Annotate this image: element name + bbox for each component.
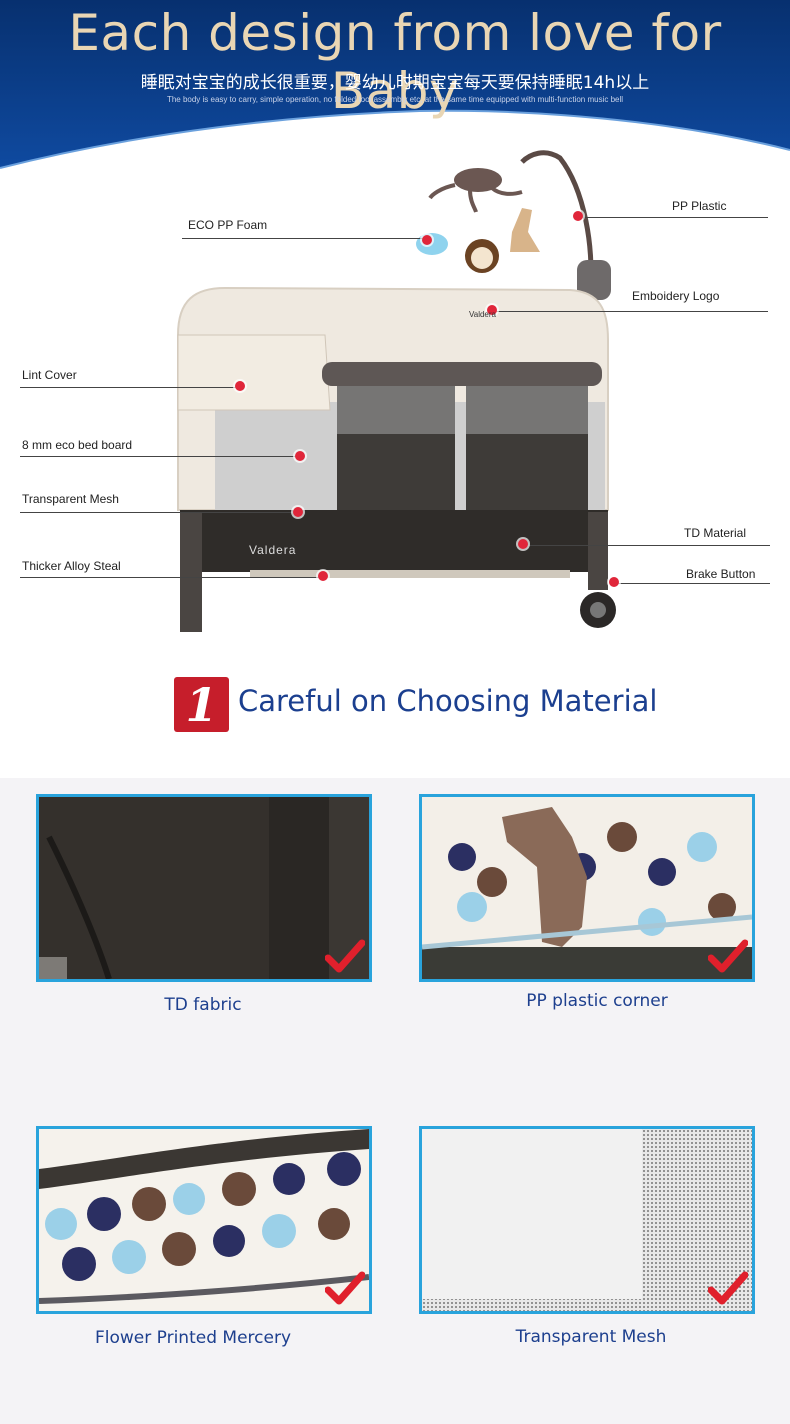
callout-lint-cover: Lint Cover	[22, 368, 77, 382]
leader-line-mesh	[20, 512, 298, 513]
callout-pp-plastic: PP Plastic	[672, 199, 727, 213]
leader-line-eco-foam	[182, 238, 428, 239]
page-title: Each design from love for Baby	[68, 4, 722, 120]
chinese-subtitle: 睡眠对宝宝的成长很重要，婴幼儿时期宝宝每天要保持睡眠14h以上	[140, 73, 650, 93]
section-title: Careful on Choosing Material	[238, 684, 658, 718]
leader-line-brake	[614, 583, 770, 584]
header-wave-background	[0, 0, 790, 169]
marker-bed-board	[295, 451, 305, 461]
transparent-mesh-photo	[422, 1129, 752, 1311]
marker-mesh	[293, 507, 303, 517]
brand-label: Valdera	[249, 543, 297, 557]
caption-transparent-mesh: Transparent Mesh	[515, 1327, 667, 1347]
marker-alloy	[318, 571, 328, 581]
marker-td	[518, 539, 528, 549]
caption-pp-corner: PP plastic corner	[526, 991, 668, 1011]
callout-transparent-mesh: Transparent Mesh	[22, 492, 119, 506]
callout-td-material: TD Material	[684, 526, 747, 540]
caption-flower-mercery: Flower Printed Mercery	[94, 1328, 291, 1348]
marker-eco-foam	[422, 235, 432, 245]
crib-illustration	[177, 150, 616, 632]
check-icon	[325, 939, 365, 973]
leader-line-alloy	[20, 577, 323, 578]
td-fabric-photo	[39, 797, 369, 979]
marker-lint-cover	[235, 381, 245, 391]
material-card-transparent-mesh	[419, 1126, 755, 1314]
leader-line-logo	[492, 311, 768, 312]
section-number-badge: 1	[174, 677, 229, 732]
flower-mercery-photo	[39, 1129, 369, 1311]
leader-line-pp-plastic	[578, 217, 768, 218]
check-icon	[708, 939, 748, 973]
callout-eco-foam: ECO PP Foam	[188, 218, 268, 232]
pp-corner-photo	[422, 797, 752, 979]
callout-embroidery-logo: Emboidery Logo	[632, 289, 720, 303]
callout-alloy-steal: Thicker Alloy Steal	[22, 559, 121, 573]
callout-brake-button: Brake Button	[686, 567, 756, 581]
english-subtitle: The body is easy to carry, simple operat…	[166, 95, 624, 104]
leader-line-bed-board	[20, 456, 300, 457]
marker-brake	[609, 577, 619, 587]
embroidered-logo-text: Valdera	[469, 310, 496, 319]
leader-line-td	[522, 545, 770, 546]
check-icon	[325, 1271, 365, 1305]
leader-line-lint	[20, 387, 240, 388]
material-card-pp-corner	[419, 794, 755, 982]
caption-td-fabric: TD fabric	[164, 995, 242, 1015]
marker-logo	[487, 305, 497, 315]
marker-pp-plastic	[573, 211, 583, 221]
material-card-flower-mercery	[36, 1126, 372, 1314]
header-banner: Each design from love for Baby 睡眠对宝宝的成长很…	[0, 0, 790, 175]
callout-bed-board: 8 mm eco bed board	[22, 438, 133, 452]
crib-product-figure: Lint Cover 8 mm eco bed board Transparen…	[0, 140, 790, 660]
check-icon	[708, 1271, 748, 1305]
material-card-td-fabric	[36, 794, 372, 982]
